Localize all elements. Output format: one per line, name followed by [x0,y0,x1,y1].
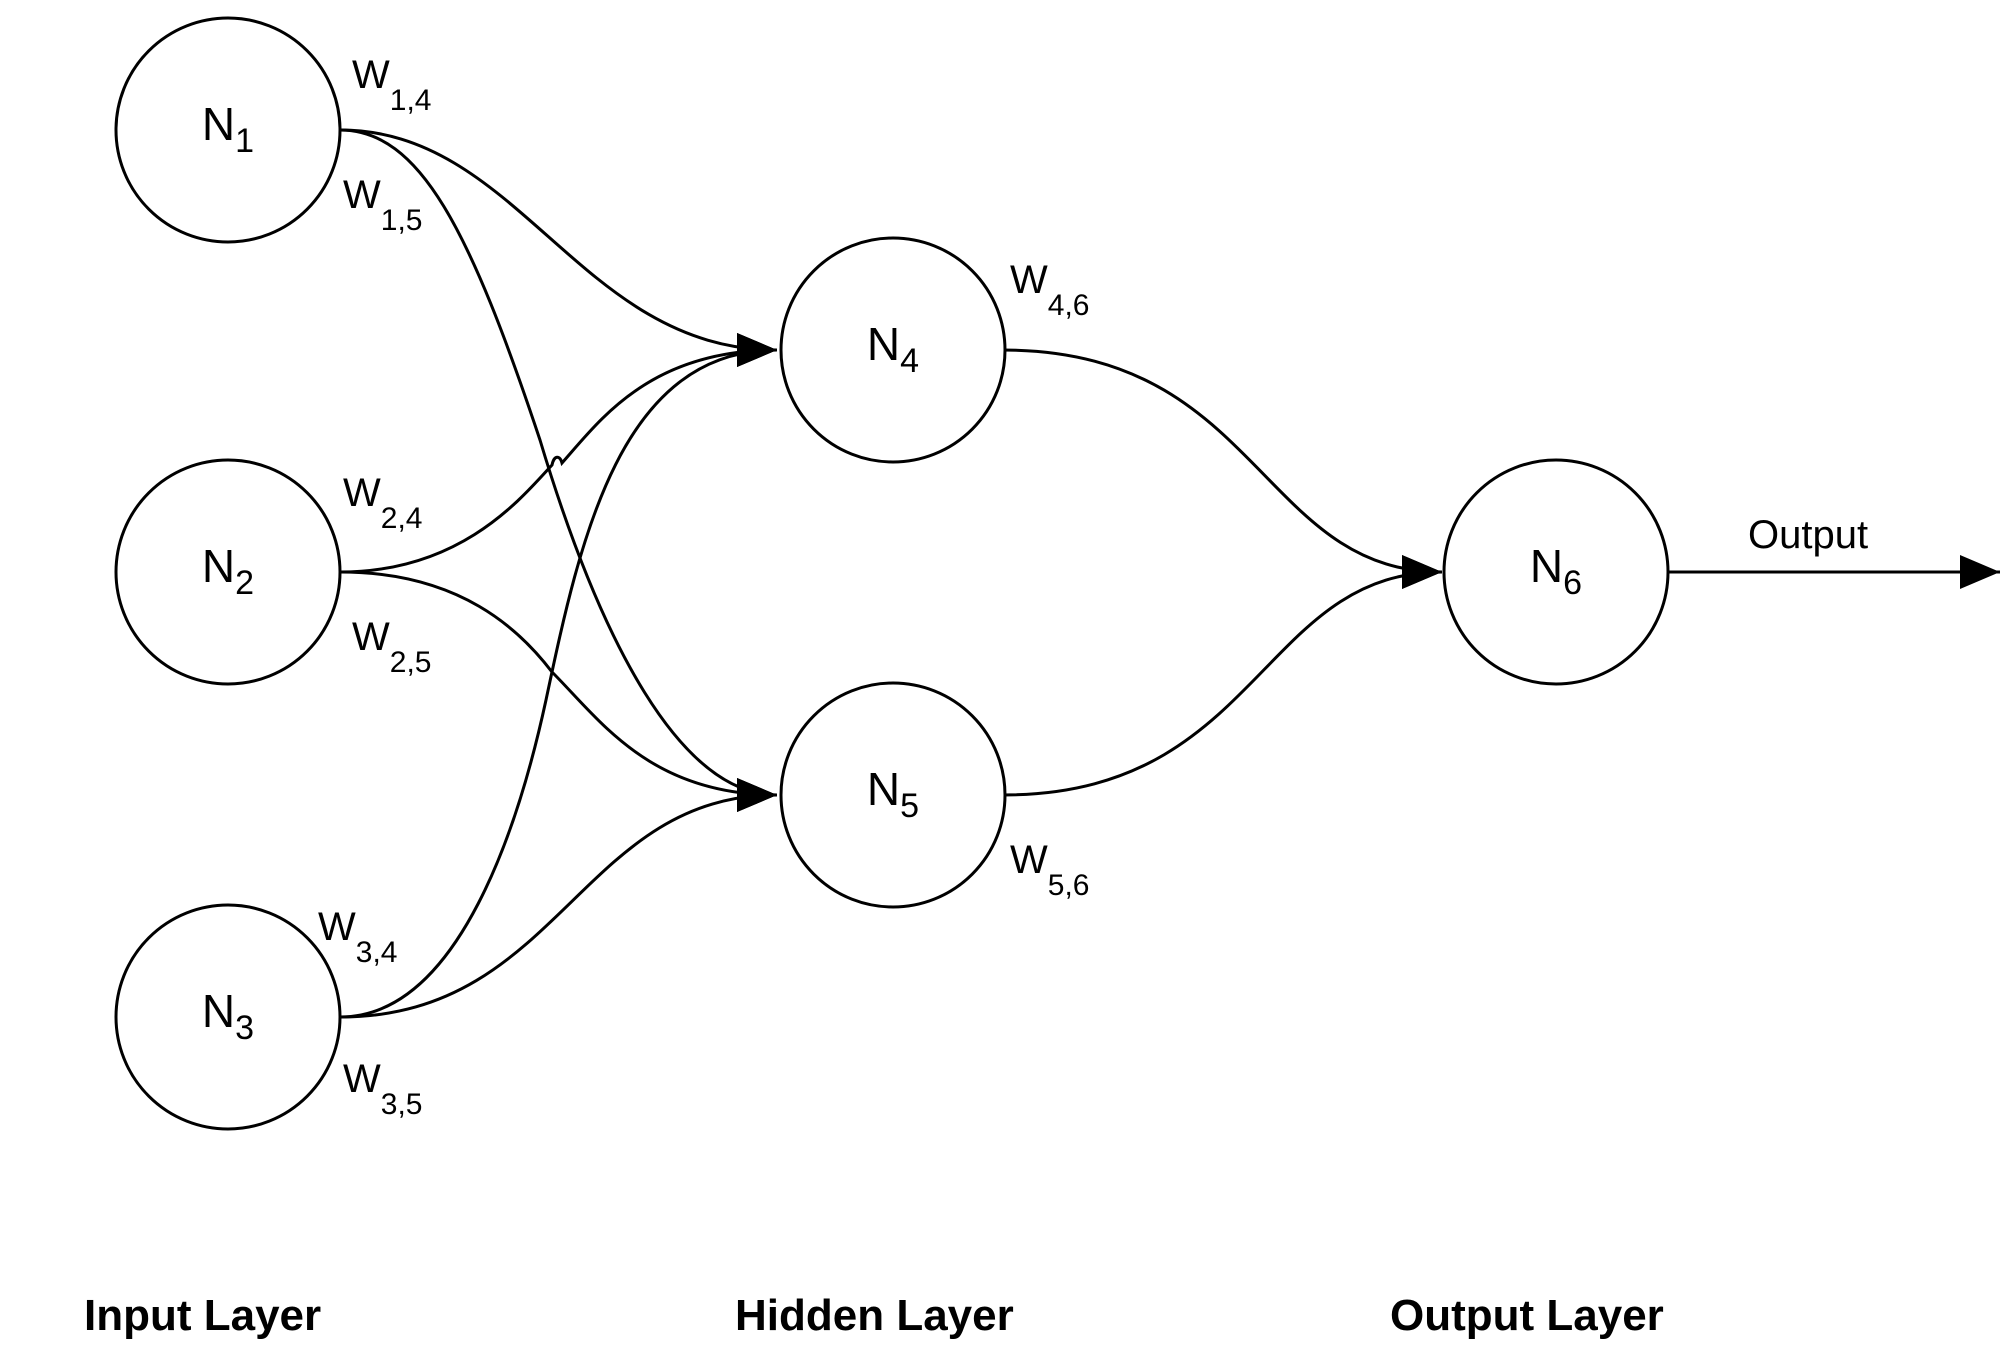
weight-label-w14: W1,4 [352,53,431,117]
node-n2: N2 [114,458,342,686]
node-n1-sub: 1 [235,122,254,160]
svg-text:N1: N1 [202,98,254,160]
node-n1-main: N [202,98,235,150]
weight-label-w46: W4,6 [1010,258,1089,322]
node-n4-main: N [867,318,900,370]
node-n6: N6 [1442,458,1670,686]
weight-label-w34: W3,4 [318,905,397,969]
node-n4-sub: 4 [900,342,919,380]
weight-label-w24: W2,4 [343,471,422,535]
node-n4: N4 [779,236,1007,464]
edge-n5-n6 [1002,555,1443,797]
edge-n1-n5 [339,128,778,812]
layer-label-output: Output Layer [1390,1291,1664,1340]
output-label: Output [1748,513,1868,557]
weight-label-w56: W5,6 [1010,838,1089,902]
weight-label-w15: W1,5 [343,173,422,237]
edge-n1-n4 [339,128,778,367]
weight-label-w25: W2,5 [352,615,431,679]
node-n2-main: N [202,540,235,592]
edge-n2-n4 [339,333,778,574]
svg-text:N2: N2 [202,540,254,602]
svg-text:N4: N4 [867,318,919,380]
layer-label-hidden: Hidden Layer [735,1291,1014,1340]
svg-text:N6: N6 [1530,540,1582,602]
node-n3-main: N [202,985,235,1037]
svg-text:N5: N5 [867,763,919,825]
node-n3: N3 [114,903,342,1131]
node-n2-sub: 2 [235,564,254,602]
node-n5: N5 [779,681,1007,909]
node-n6-sub: 6 [1563,564,1582,602]
edge-n3-n4 [339,333,778,1019]
node-n5-sub: 5 [900,787,919,825]
layer-label-input: Input Layer [84,1291,321,1340]
weight-label-w35: W3,5 [343,1057,422,1121]
node-n5-main: N [867,763,900,815]
node-n3-sub: 3 [235,1009,254,1047]
svg-text:N3: N3 [202,985,254,1047]
node-n1: N1 [114,16,342,244]
edge-n4-n6 [1002,348,1443,589]
edge-n2-n5 [339,570,778,812]
node-n6-main: N [1530,540,1563,592]
edge-n3-n5 [339,778,778,1019]
